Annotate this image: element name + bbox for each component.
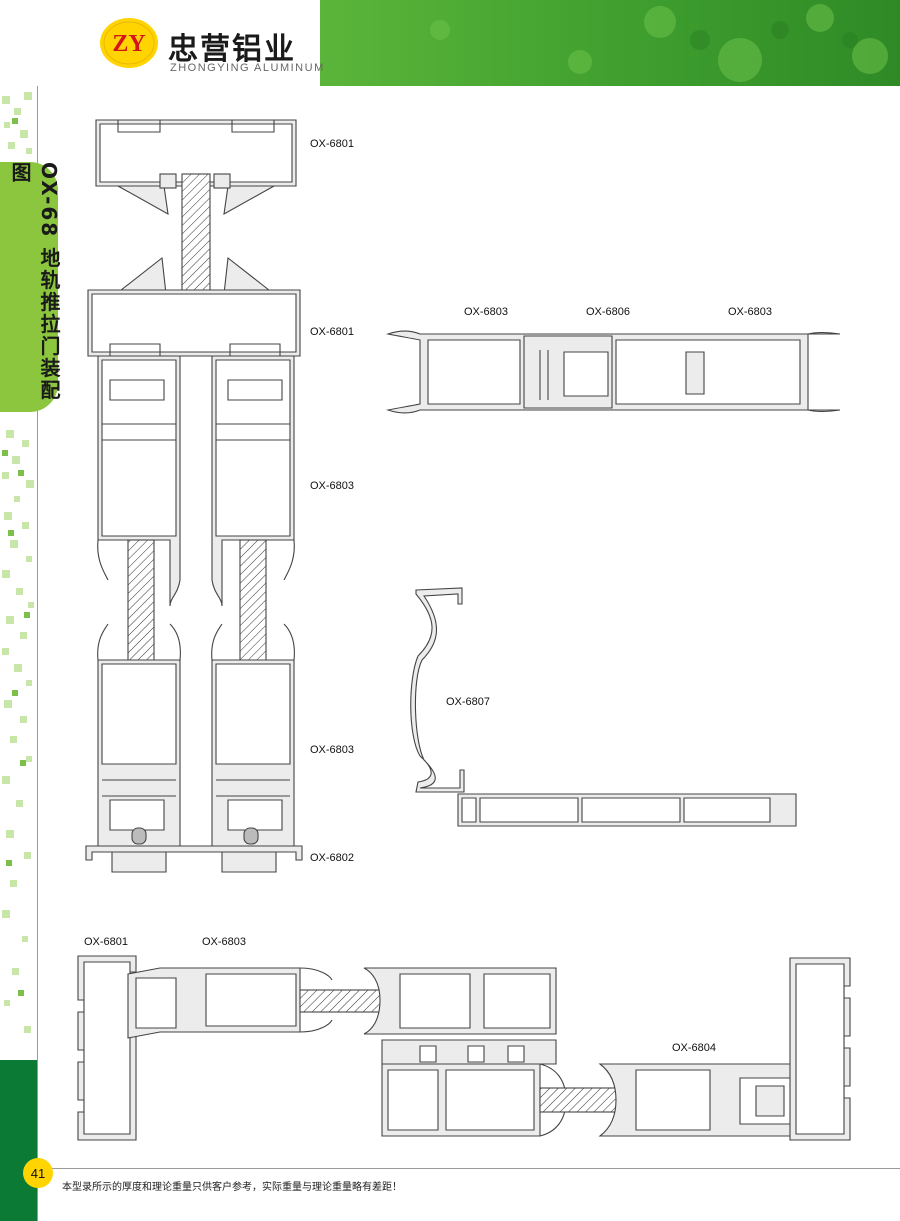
footer-rule	[37, 1168, 900, 1169]
plan-sash-upper-right	[363, 967, 557, 1035]
v-left-sash-upper	[97, 355, 181, 607]
plan-sash-lower-left	[381, 1063, 567, 1137]
plan-track-middle	[381, 1039, 557, 1065]
brand-name-en: ZHONGYING ALUMINUM	[170, 62, 325, 74]
v-right-sash-upper	[211, 355, 295, 607]
label-v-bottom: OX-6802	[310, 852, 355, 864]
margin-line	[37, 86, 38, 1221]
bottom-green-block	[0, 1060, 37, 1221]
label-h-right: OX-6803	[728, 306, 773, 318]
v-frame-second-profile	[87, 256, 301, 357]
label-h-left: OX-6803	[464, 306, 509, 318]
brand-name-cn: 忠营铝业	[168, 32, 296, 67]
header-green-band	[320, 0, 900, 86]
label-v-top: OX-6801	[310, 138, 355, 150]
plan-frame-right	[789, 957, 851, 1141]
v-glass-top	[181, 173, 211, 299]
v-glass-left	[127, 539, 155, 663]
v-frame-top-profile	[95, 119, 297, 216]
plan-sash-upper-left	[127, 967, 333, 1039]
label-plan-frame: OX-6801	[84, 936, 129, 948]
logo-icon: ZY	[100, 18, 158, 68]
footer-disclaimer: 本型录所示的厚度和理论重量只供客户参考，实际重量与理论重量略有差距！	[62, 1182, 402, 1193]
label-v-second: OX-6801	[310, 326, 355, 338]
v-bottom-track-profile	[85, 845, 303, 873]
left-mosaic-decoration	[2, 92, 34, 1033]
label-plan-sash: OX-6803	[202, 936, 247, 948]
label-h-mid: OX-6806	[586, 306, 631, 318]
page-header: ZY 忠营铝业 ZHONGYING ALUMINUM	[0, 0, 900, 86]
page-number: 41	[23, 1158, 53, 1188]
label-v-lower-sash: OX-6803	[310, 744, 355, 756]
v-left-sash-lower	[97, 623, 181, 847]
label-handle: OX-6807	[446, 696, 491, 708]
h-section-profile	[385, 330, 841, 414]
handle-panel-profile	[457, 793, 797, 827]
label-plan-right: OX-6804	[672, 1042, 717, 1054]
plan-sash-lower-right	[598, 1063, 799, 1137]
plan-frame-left	[77, 955, 137, 1141]
section-side-tab: OX-68 地轨推拉门装配图	[0, 162, 61, 412]
v-right-sash-lower	[211, 623, 295, 847]
v-glass-right	[239, 539, 267, 663]
handle-profile	[410, 587, 465, 793]
leaf-pattern	[430, 4, 888, 82]
logo-letters: ZY	[112, 31, 145, 57]
label-v-upper-sash: OX-6803	[310, 480, 355, 492]
